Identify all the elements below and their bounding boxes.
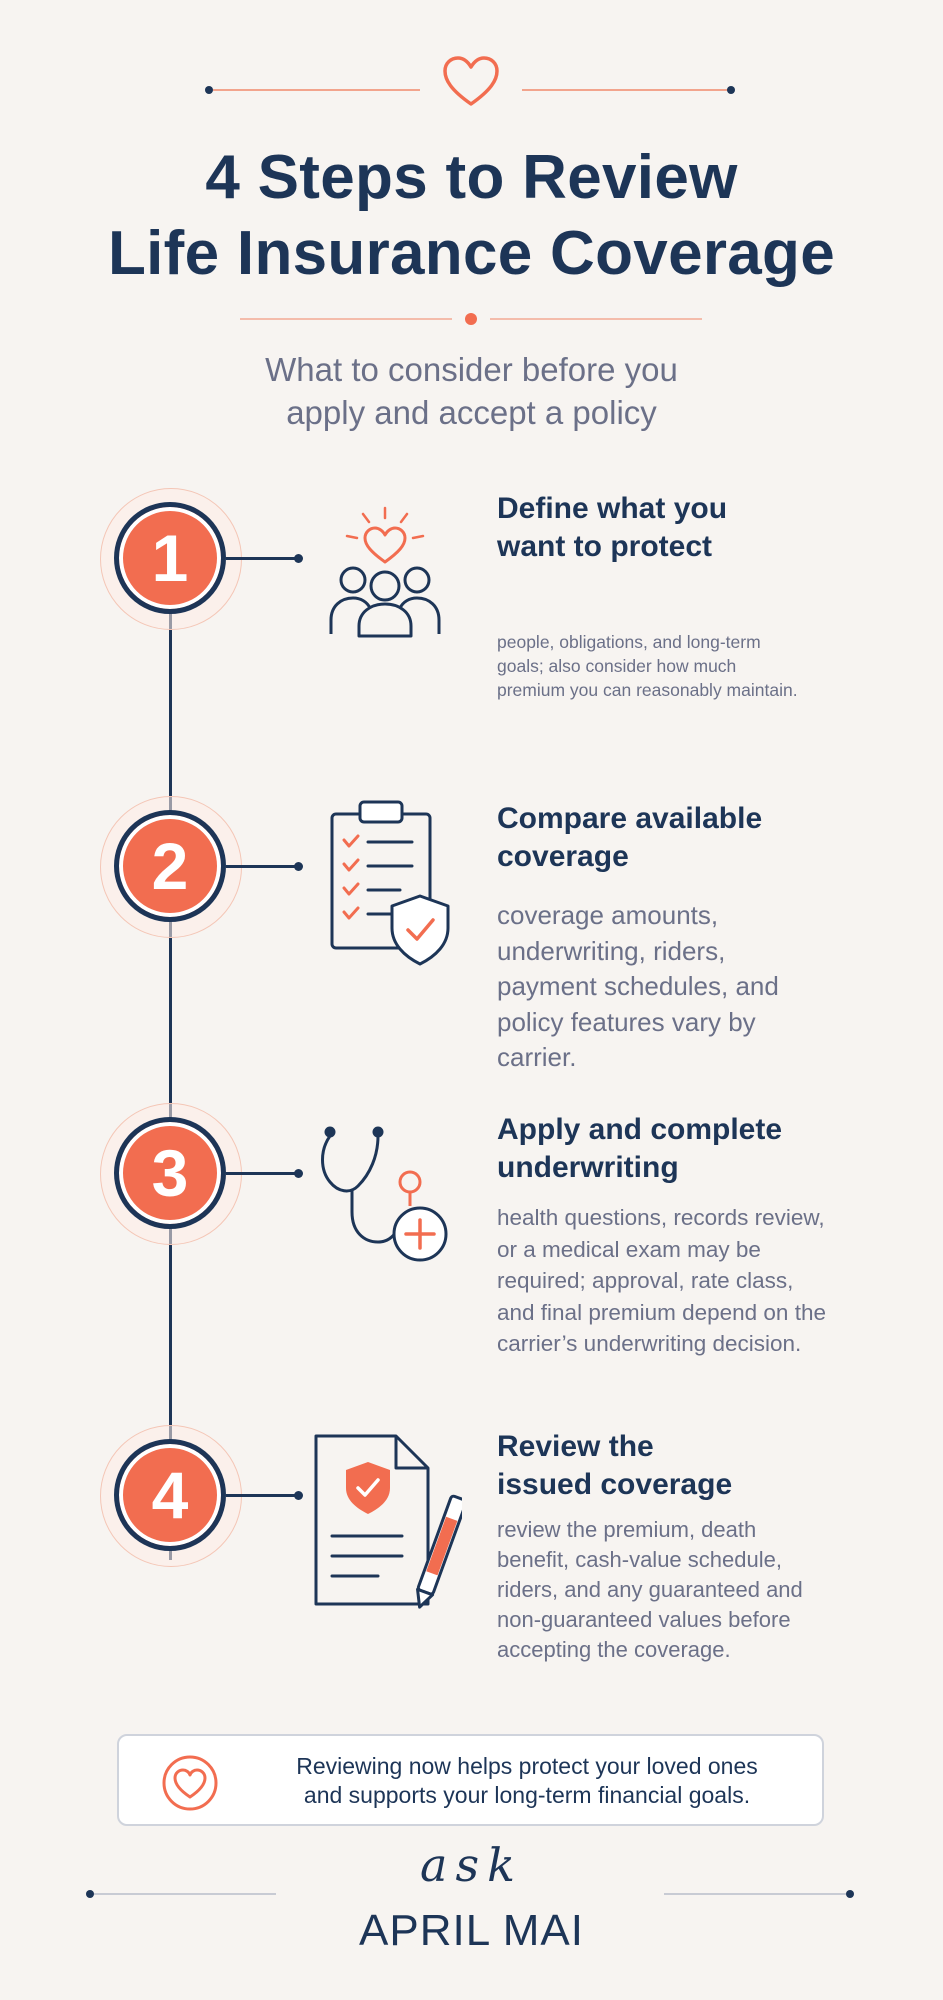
heart-icon xyxy=(443,56,499,106)
callout-text: Reviewing now helps protect your loved o… xyxy=(247,1752,807,1810)
step-2-description: coverage amounts, underwriting, riders, … xyxy=(497,900,779,1072)
step-4-description: review the premium, death benefit, cash-… xyxy=(497,1517,803,1662)
page-title: 4 Steps to Review Life Insurance Coverag… xyxy=(0,140,943,292)
checklist-shield-icon xyxy=(330,800,450,966)
step-1-title: Define what you want to protect xyxy=(497,490,897,566)
title-divider-dot xyxy=(465,313,477,325)
step-4-title-line-1: Review the xyxy=(497,1430,654,1463)
callout-text-line-2: and supports your long-term financial go… xyxy=(303,1782,751,1808)
step-2-connector xyxy=(226,865,298,868)
subtitle-line-2: apply and accept a policy xyxy=(286,394,657,431)
step-3-title-line-2: underwriting xyxy=(497,1151,679,1184)
step-4-connector xyxy=(226,1494,298,1497)
step-3-description: health questions, records review, or a m… xyxy=(497,1205,826,1356)
page-title-line-1: 4 Steps to Review xyxy=(205,143,738,212)
heart-icon xyxy=(162,1755,218,1811)
ornament-line-right xyxy=(522,89,729,91)
step-2-title-line-1: Compare available xyxy=(497,802,763,835)
step-2-connector-dot xyxy=(294,862,303,871)
step-1-title-line-2: want to protect xyxy=(497,530,712,563)
callout-text-line-1: Reviewing now helps protect your loved o… xyxy=(296,1753,758,1779)
footer-dot-left xyxy=(86,1890,94,1898)
footer-line-right xyxy=(664,1893,846,1895)
subtitle: What to consider before you apply and ac… xyxy=(0,348,943,434)
step-1-connector xyxy=(226,557,298,560)
step-1-description: people, obligations, and long-term goals… xyxy=(497,632,798,700)
policy-document-icon xyxy=(314,1434,462,1609)
step-4-connector-dot xyxy=(294,1491,303,1500)
step-4-title: Review the issued coverage xyxy=(497,1428,897,1504)
footer-line-left xyxy=(94,1893,276,1895)
timeline-line xyxy=(169,560,172,1560)
step-2-badge: 2 xyxy=(114,810,226,922)
step-1-badge: 1 xyxy=(114,502,226,614)
ornament-dot-left xyxy=(205,86,213,94)
page-title-line-2: Life Insurance Coverage xyxy=(107,219,836,288)
brand-name: APRIL MAI xyxy=(359,1906,584,1955)
step-1-title-line-1: Define what you xyxy=(497,492,728,525)
step-3-title: Apply and complete underwriting xyxy=(497,1111,897,1187)
callout-box: Reviewing now helps protect your loved o… xyxy=(117,1734,824,1826)
step-3-badge: 3 xyxy=(114,1117,226,1229)
step-3-connector xyxy=(226,1172,298,1175)
ornament-dot-right xyxy=(727,86,735,94)
stethoscope-icon xyxy=(321,1126,448,1262)
step-2-title: Compare available coverage xyxy=(497,800,897,876)
step-1-connector-dot xyxy=(294,554,303,563)
subtitle-line-1: What to consider before you xyxy=(265,351,678,388)
step-4-badge: 4 xyxy=(114,1439,226,1551)
brand-script: ask xyxy=(420,1838,523,1892)
family-heart-icon xyxy=(329,506,441,638)
footer-dot-right xyxy=(846,1890,854,1898)
step-3-connector-dot xyxy=(294,1169,303,1178)
ornament-line-left xyxy=(213,89,420,91)
step-3-title-line-1: Apply and complete xyxy=(497,1113,783,1146)
step-2-title-line-2: coverage xyxy=(497,840,629,873)
title-divider-right xyxy=(490,318,702,320)
step-4-title-line-2: issued coverage xyxy=(497,1468,733,1501)
title-divider-left xyxy=(240,318,452,320)
